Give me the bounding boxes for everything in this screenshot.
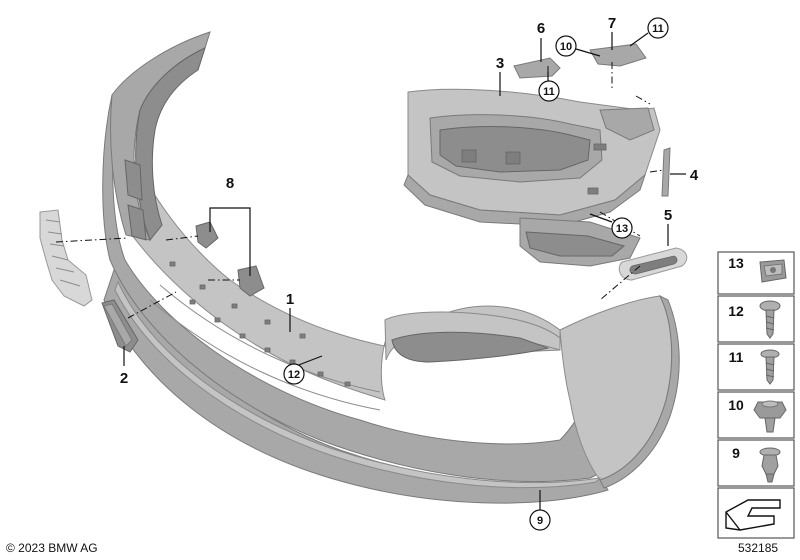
bracket-8-upper (195, 221, 219, 249)
diagram-number: 532185 (738, 541, 779, 555)
legend-item-11: 11 (717, 343, 795, 391)
copyright-text: © 2023 BMW AG (6, 541, 98, 555)
bumper-trim-panel (102, 31, 680, 504)
callout-11b-circle: 11 (538, 80, 560, 102)
svg-text:13: 13 (728, 255, 744, 271)
screw-icon (760, 349, 780, 385)
callout-9-circle: 9 (529, 509, 551, 531)
callout-10: 10 (560, 41, 572, 53)
callout-8: 8 (226, 175, 234, 192)
thin-strip (661, 147, 671, 197)
plastic-rivet-icon (759, 447, 781, 483)
svg-text:11: 11 (729, 349, 744, 365)
grille-cover (618, 247, 688, 281)
callout-9: 9 (537, 515, 543, 527)
callout-6: 6 (537, 20, 545, 37)
callout-11a: 11 (652, 23, 664, 35)
callout-2: 2 (120, 370, 128, 387)
svg-text:10: 10 (728, 397, 744, 413)
callout-11a-circle: 11 (647, 17, 669, 39)
legend-symbol-box (717, 487, 795, 539)
spreader-nut-icon (753, 400, 787, 433)
callout-7: 7 (608, 15, 616, 32)
svg-text:12: 12 (728, 303, 744, 319)
callout-12-circle: 12 (283, 363, 305, 385)
svg-text:9: 9 (732, 445, 740, 461)
callout-13-circle: 13 (611, 217, 633, 239)
callout-leaders (123, 32, 686, 510)
upper-bumper-support (403, 88, 661, 227)
bracket-6 (513, 57, 561, 79)
direction-arrow-icon (725, 499, 781, 531)
torx-screw-icon (759, 300, 781, 339)
legend-item-12: 12 (717, 295, 795, 343)
callout-4: 4 (690, 167, 699, 184)
legend-item-9: 9 (717, 439, 795, 487)
callout-5: 5 (664, 207, 672, 224)
callout-3: 3 (496, 55, 504, 72)
left-grille-carrier (39, 209, 93, 307)
bracket-7 (589, 43, 647, 67)
lower-left-bracket (101, 299, 139, 353)
fastener-legend: 13 12 11 (717, 251, 795, 539)
callout-13: 13 (616, 223, 628, 235)
lower-air-duct (519, 217, 641, 267)
legend-item-10: 10 (717, 391, 795, 439)
callout-1: 1 (286, 291, 294, 308)
callout-10-circle: 10 (555, 35, 577, 57)
bracket-8-lower (237, 265, 265, 297)
callout-11b: 11 (543, 86, 555, 98)
clip-nut-icon (759, 259, 787, 283)
legend-item-13: 13 (717, 251, 795, 295)
callout-12: 12 (288, 369, 300, 381)
